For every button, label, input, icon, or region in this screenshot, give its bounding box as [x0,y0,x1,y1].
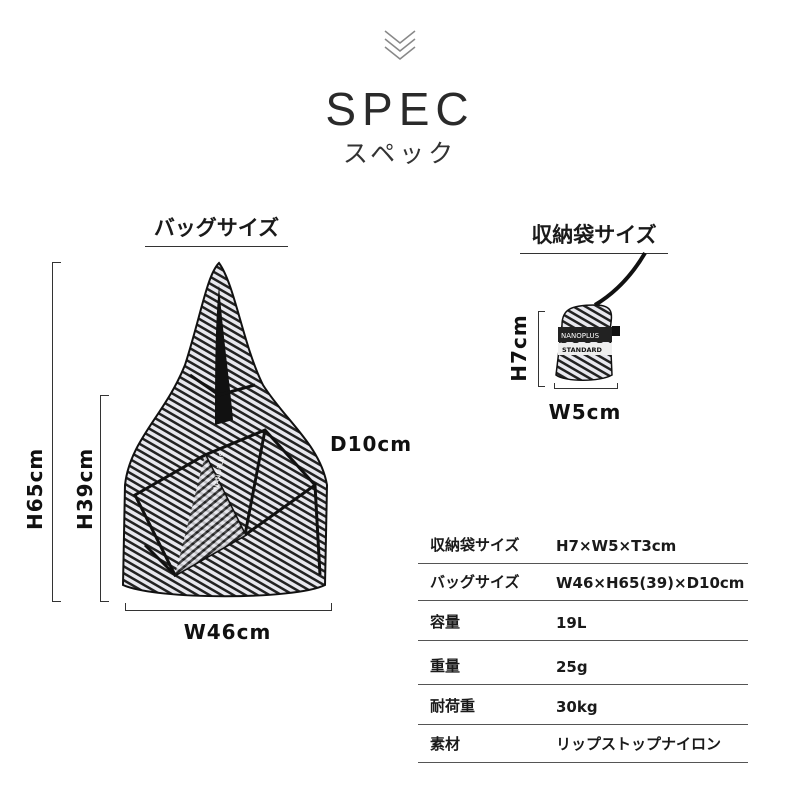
height-body-bracket [100,395,109,602]
spec-value: 19L [556,614,587,632]
pouch-height-label: H7cm [507,314,531,382]
spec-label: 素材 [430,735,461,753]
bag-height-body-label: H39cm [73,447,97,530]
spec-value: 25g [556,658,588,676]
pouch-brand-print: NANOPLUS [561,332,600,340]
pouch-image: NANOPLUS STANDARD [555,251,647,381]
height-total-bracket [52,262,61,602]
pouch-size-heading: 収納袋サイズ [520,219,668,254]
bag-size-heading: バッグサイズ [145,212,288,247]
bag-height-total-label: H65cm [23,447,47,530]
spec-value: 30kg [556,698,598,716]
spec-label: 重量 [430,657,461,675]
table-row: 耐荷重 30kg [418,686,748,725]
table-row: 収納袋サイズ H7×W5×T3cm [418,525,748,564]
spec-value: H7×W5×T3cm [556,537,677,555]
table-row: バッグサイズ W46×H65(39)×D10cm [418,562,748,601]
spec-label: 耐荷重 [430,697,476,715]
spec-value: W46×H65(39)×D10cm [556,574,745,592]
pouch-label-print: STANDARD [562,346,603,354]
spec-value: リップストップナイロン [556,735,722,753]
table-row: 容量 19L [418,602,748,641]
table-row: 重量 25g [418,646,748,685]
double-chevron-down-icon [384,30,416,60]
pouch-width-label: W5cm [548,400,622,424]
tote-bag-image: NANOPLUS [121,261,329,598]
bag-depth-label: D10cm [330,432,413,456]
width-bracket [125,603,332,611]
spec-label: 容量 [430,613,461,631]
page-subtitle: スペック [342,139,458,168]
table-row: 素材 リップストップナイロン [418,724,748,763]
page-title: SPEC [325,83,475,135]
spec-label: バッグサイズ [430,573,520,591]
pouch-height-bracket [538,311,545,387]
bag-width-label: W46cm [183,620,272,644]
spec-label: 収納袋サイズ [430,536,520,554]
pouch-width-bracket [554,383,618,389]
